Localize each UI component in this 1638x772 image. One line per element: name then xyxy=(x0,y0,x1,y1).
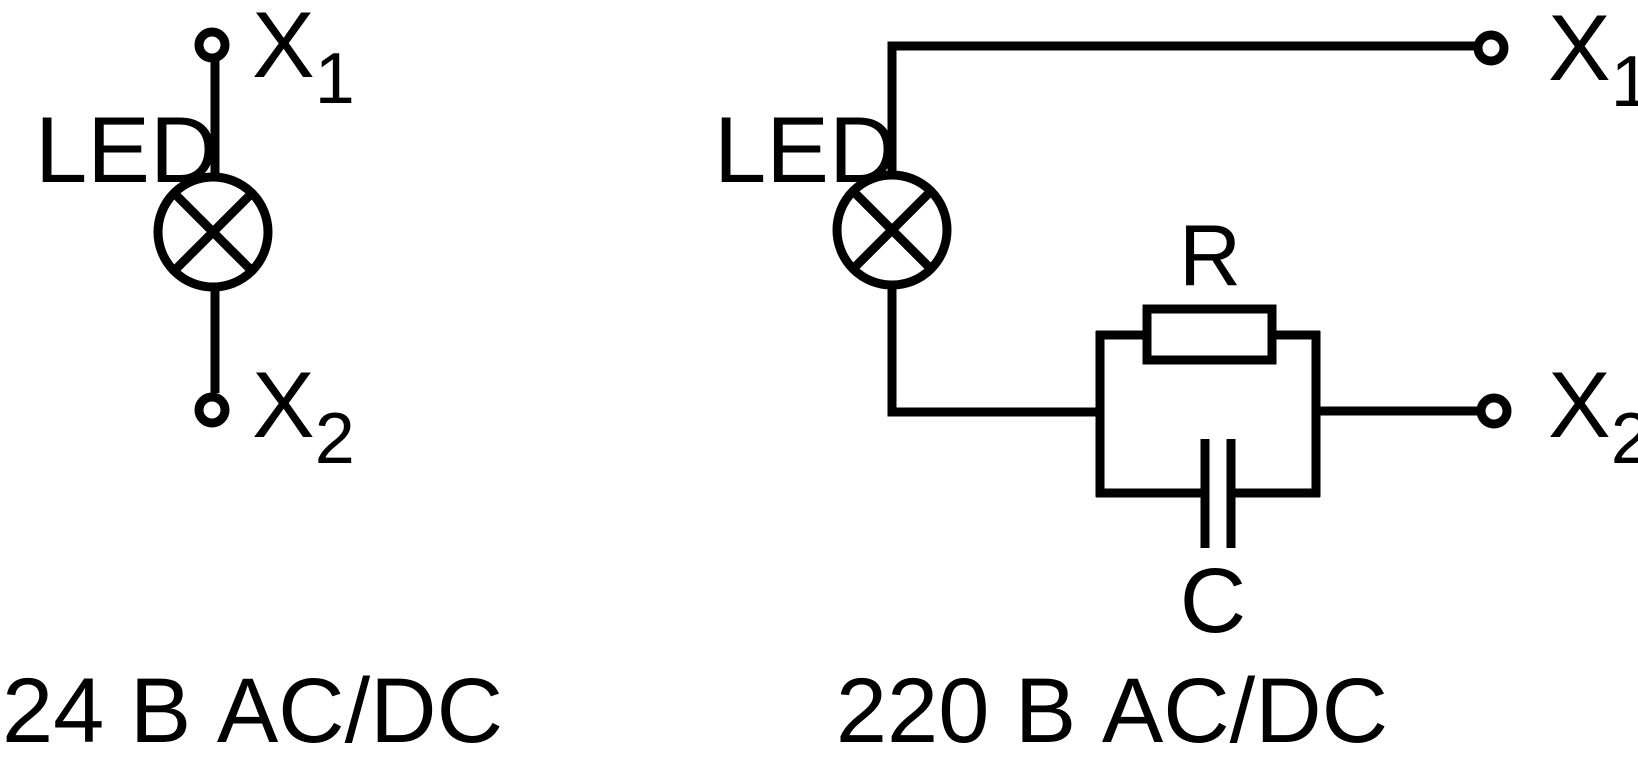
right-x2-label: X2 xyxy=(1548,352,1638,479)
left-terminal-x1 xyxy=(194,27,230,63)
left-terminal-x2 xyxy=(194,392,230,428)
right-x1-label: X1 xyxy=(1548,0,1638,122)
right-wire-top xyxy=(887,41,1476,176)
right-x1-subscript: 1 xyxy=(1611,42,1638,122)
right-x1-main: X xyxy=(1548,0,1611,100)
right-led-label: LED xyxy=(714,97,897,202)
resistor-label: R xyxy=(1179,208,1241,304)
right-x2-main: X xyxy=(1548,352,1611,457)
left-x1-main: X xyxy=(252,0,315,97)
left-x1-label: X1 xyxy=(252,0,355,119)
left-x2-subscript: 2 xyxy=(315,399,355,479)
left-circuit: LED X1 X2 24 В AC/DC xyxy=(2,0,503,762)
right-wire-bottom xyxy=(887,286,1100,417)
capacitor-label: C xyxy=(1180,550,1246,652)
rc-network xyxy=(1095,304,1321,548)
left-led-label: LED xyxy=(35,97,218,202)
right-circuit: LED R C X1 X2 220 В AC/DC xyxy=(714,0,1638,762)
right-x2-subscript: 2 xyxy=(1611,399,1638,479)
right-led-lamp-symbol xyxy=(832,170,952,290)
right-terminal-x2 xyxy=(1476,393,1512,429)
resistor-symbol xyxy=(1142,304,1277,365)
left-x1-subscript: 1 xyxy=(315,39,355,119)
capacitor-symbol xyxy=(1200,439,1236,548)
left-x2-label: X2 xyxy=(252,352,355,479)
left-x2-main: X xyxy=(252,352,315,457)
right-terminal-x1 xyxy=(1473,30,1509,66)
left-caption: 24 В AC/DC xyxy=(2,660,503,762)
left-led-lamp-symbol xyxy=(153,172,273,292)
right-caption: 220 В AC/DC xyxy=(836,660,1388,762)
